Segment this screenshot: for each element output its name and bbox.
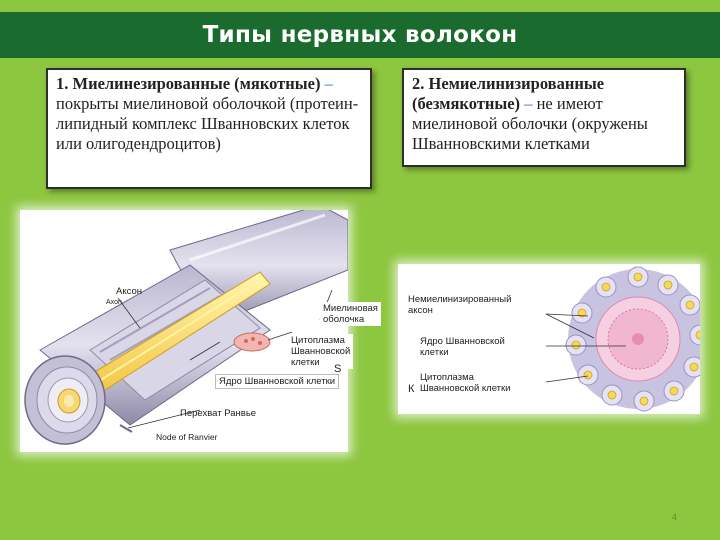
axon-label: Аксон (116, 286, 142, 297)
right-schwann-nucleus-line1: Ядро Шванновской (420, 336, 505, 347)
myelinated-text: покрыты миелиновой оболочкой (протеин-ли… (56, 94, 358, 153)
unmyelinated-dash: – (520, 94, 537, 113)
unmyelinated-axon-line2: аксон (408, 305, 433, 316)
k-letter: К (408, 384, 414, 395)
schwann-cytoplasm-line2: Шванновской клетки (291, 346, 350, 368)
axon-english-label: Axon (106, 297, 122, 308)
page-number: 4 (672, 512, 677, 522)
slide-title: Типы нервных волокон (0, 12, 720, 58)
myelinated-heading: 1. Миелинезированные (мякотные) (56, 74, 320, 93)
right-schwann-nucleus-line2: клетки (420, 347, 449, 358)
myelinated-dash: – (320, 74, 332, 93)
myelin-sheath-line2: оболочка (323, 314, 364, 325)
myelin-sheath-line1: Миелиновая (323, 303, 378, 314)
right-schwann-cytoplasm-line1: Цитоплазма (420, 372, 474, 383)
schwann-cytoplasm-line1: Цитоплазма (291, 335, 345, 346)
node-of-ranvier-english-label: Node of Ranvier (156, 432, 217, 443)
unmyelinated-description-box: 2. Немиелинизированные (безмякотные) – н… (402, 68, 686, 167)
myelinated-description-box: 1. Миелинезированные (мякотные) – покрыт… (46, 68, 372, 189)
right-schwann-cytoplasm-line2: Шванновской клетки (420, 383, 510, 394)
unmyelinated-axon-line1: Немиелинизированный (408, 294, 511, 305)
schwann-nucleus-label: Ядро Шванновской клетки (215, 374, 339, 389)
node-of-ranvier-label: Перехват Ранвье (180, 408, 256, 419)
